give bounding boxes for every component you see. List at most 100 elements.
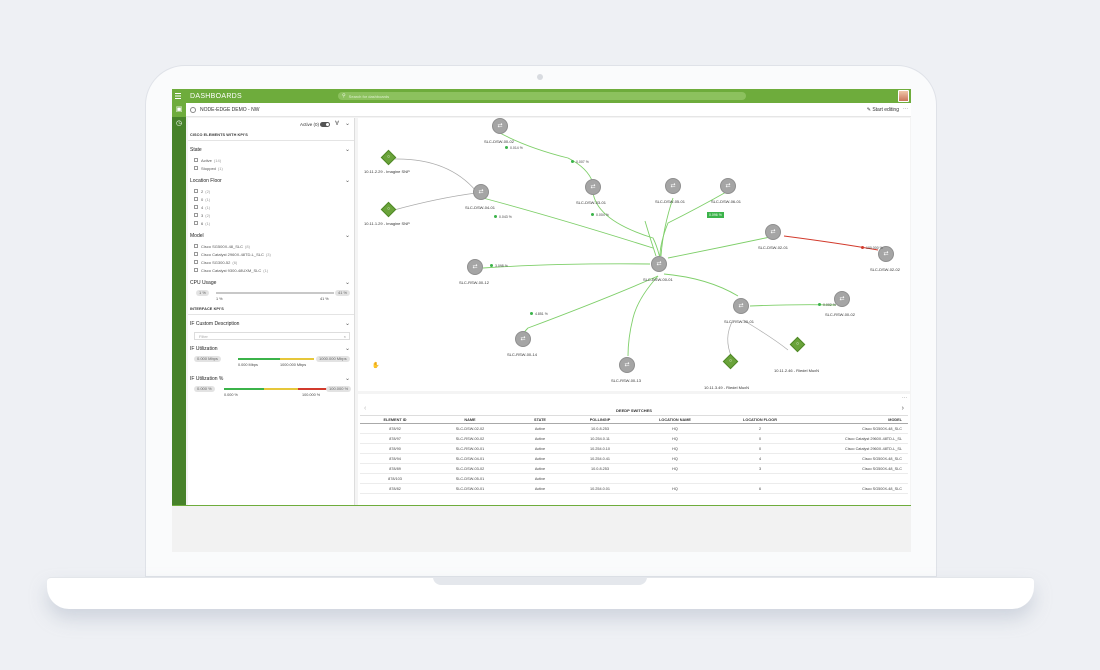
chevron-left-icon[interactable]: ‹ [364,405,367,412]
table-cell: Cisco SG500X-48_SLC [800,463,908,474]
switch-icon[interactable]: ⇄ [473,184,489,200]
model-option[interactable]: Cisco SG500X-48_SLC(8) [190,242,354,250]
active-toggle[interactable] [320,122,330,127]
topology-view[interactable]: ⇄ SLC-DSW-00-02 ⇄ SLC-DSW-04-01 ⇄ SLC-DS… [358,118,910,391]
model-option[interactable]: Cisco SG300-52(6) [190,258,354,266]
switch-icon[interactable]: ⇄ [515,331,531,347]
checkbox[interactable] [194,221,198,225]
checkbox[interactable] [194,158,198,162]
dashboard-icon[interactable]: ▣ [172,103,186,117]
floor-option[interactable]: 4(1) [190,203,354,211]
search-input[interactable]: ⚲ Search for dashboards [338,92,746,100]
column-header[interactable]: POLLINGIP [570,415,630,424]
switch-icon[interactable]: ⇄ [651,256,667,272]
if-utilization-slider[interactable]: 0.000 Mbps 0.000 Mbps 1000.000 Mbps 1000… [190,355,354,370]
checkbox[interactable] [194,260,198,264]
more-icon[interactable]: ··· [903,106,908,112]
switch-icon[interactable]: ⇄ [585,179,601,195]
node-label: SLC-DSW-05-01 [655,199,685,204]
checkbox[interactable] [194,197,198,201]
switch-icon[interactable]: ⇄ [492,118,508,134]
grid-menu-icon[interactable] [172,89,184,103]
clear-icon[interactable]: × [343,334,346,339]
option-label: 6 [201,220,204,226]
model-option[interactable]: Cisco Catalyst 2960X-48TD-L_SLC(3) [190,250,354,258]
switch-icon[interactable]: ⇄ [619,357,635,373]
cpu-min-pill[interactable]: 1 % [196,290,209,296]
hand-icon[interactable]: ✋ [372,363,380,369]
checkbox[interactable] [194,268,198,272]
floor-option[interactable]: 2(2) [190,187,354,195]
more-icon[interactable]: ··· [902,395,907,401]
cpu-max-pill[interactable]: 41 % [335,290,351,296]
column-header[interactable]: NAME [430,415,510,424]
switch-icon[interactable]: ⇄ [467,259,483,275]
column-header[interactable]: STATE [510,415,570,424]
table-cell: HQ [630,443,720,454]
chevron-down-icon[interactable]: ⌄ [344,346,350,352]
switch-icon[interactable]: ⇄ [878,246,894,262]
table-cell: 878/97 [360,433,430,444]
refresh-icon[interactable] [190,106,196,113]
floor-option[interactable]: 6(1) [190,219,354,227]
chevron-down-icon[interactable]: ⌄ [344,178,350,184]
table-cell: 4 [720,453,800,464]
chevron-down-icon[interactable]: ⌄ [344,376,350,382]
checkbox[interactable] [194,244,198,248]
device-label: 10.11.2.29 - Imagine SNP [364,169,410,174]
state-option-active[interactable]: Active(14) [190,156,354,164]
history-icon[interactable]: ◷ [175,120,183,127]
edge-dot [818,303,821,306]
option-label: 4 [201,204,204,210]
checkbox[interactable] [194,213,198,217]
floor-option[interactable]: 0(1) [190,195,354,203]
state-option-stopped[interactable]: Stopped(1) [190,164,354,172]
pct-max-pill[interactable]: 100.000 % [326,386,352,392]
switch-icon[interactable]: ⇄ [765,224,781,240]
option-label: 2 [201,188,204,194]
pct-min-pill[interactable]: 0.000 % [194,386,215,392]
chevron-down-icon[interactable]: ⌄ [344,280,350,286]
chevron-right-icon[interactable]: › [901,405,904,412]
cpu-usage-slider[interactable]: 1 % 1 % 41 % 41 % [190,289,354,304]
switch-icon[interactable]: ⇄ [834,291,850,307]
avatar[interactable] [898,90,909,102]
filter-panel-toolbar: Active (0) ∀ ⌄ [188,118,354,132]
checkbox[interactable] [194,166,198,170]
slider-track[interactable] [216,292,334,294]
switch-icon[interactable]: ⇄ [733,298,749,314]
switch-icon[interactable]: ⇄ [720,178,736,194]
model-option[interactable]: Cisco Catalyst 9300-48UXM_SLC(1) [190,266,354,274]
checkbox[interactable] [194,189,198,193]
chevron-down-icon[interactable]: ⌄ [344,233,350,239]
screen-bottom [172,505,911,552]
device-icon: ○ [386,206,391,212]
filter-icon[interactable]: ∀ [335,121,340,127]
chevron-down-icon[interactable]: ⌄ [344,147,350,153]
chevron-down-icon[interactable]: ⌄ [345,121,351,127]
start-editing-button[interactable]: ✎ Start editing [866,107,899,113]
util-max-pill[interactable]: 1000.000 Mbps [316,356,350,362]
checkbox[interactable] [194,252,198,256]
column-header[interactable]: ELEMENT ID [360,415,430,424]
column-header[interactable]: LOCATION NAME [630,415,720,424]
filter-group-if-utilization: IF Utilization ⌄ 0.000 Mbps 0.000 Mbps 1… [188,343,354,370]
table-cell: SLC-DSW-05-01 [430,473,510,484]
util-min-pill[interactable]: 0.000 Mbps [194,356,221,362]
if-description-filter-input[interactable]: Filter× [194,332,350,340]
if-utilization-pct-slider[interactable]: 0.000 % 0.000 % 100.000 % 100.000 % [190,385,354,400]
floor-option[interactable]: 3(2) [190,211,354,219]
switch-icon[interactable]: ⇄ [665,178,681,194]
app-title: DASHBOARDS [190,92,243,100]
column-header[interactable]: LOCATION FLOOR [720,415,800,424]
chevron-down-icon[interactable]: ⌄ [344,321,350,327]
checkbox[interactable] [194,205,198,209]
column-header[interactable]: MODEL [800,415,908,424]
